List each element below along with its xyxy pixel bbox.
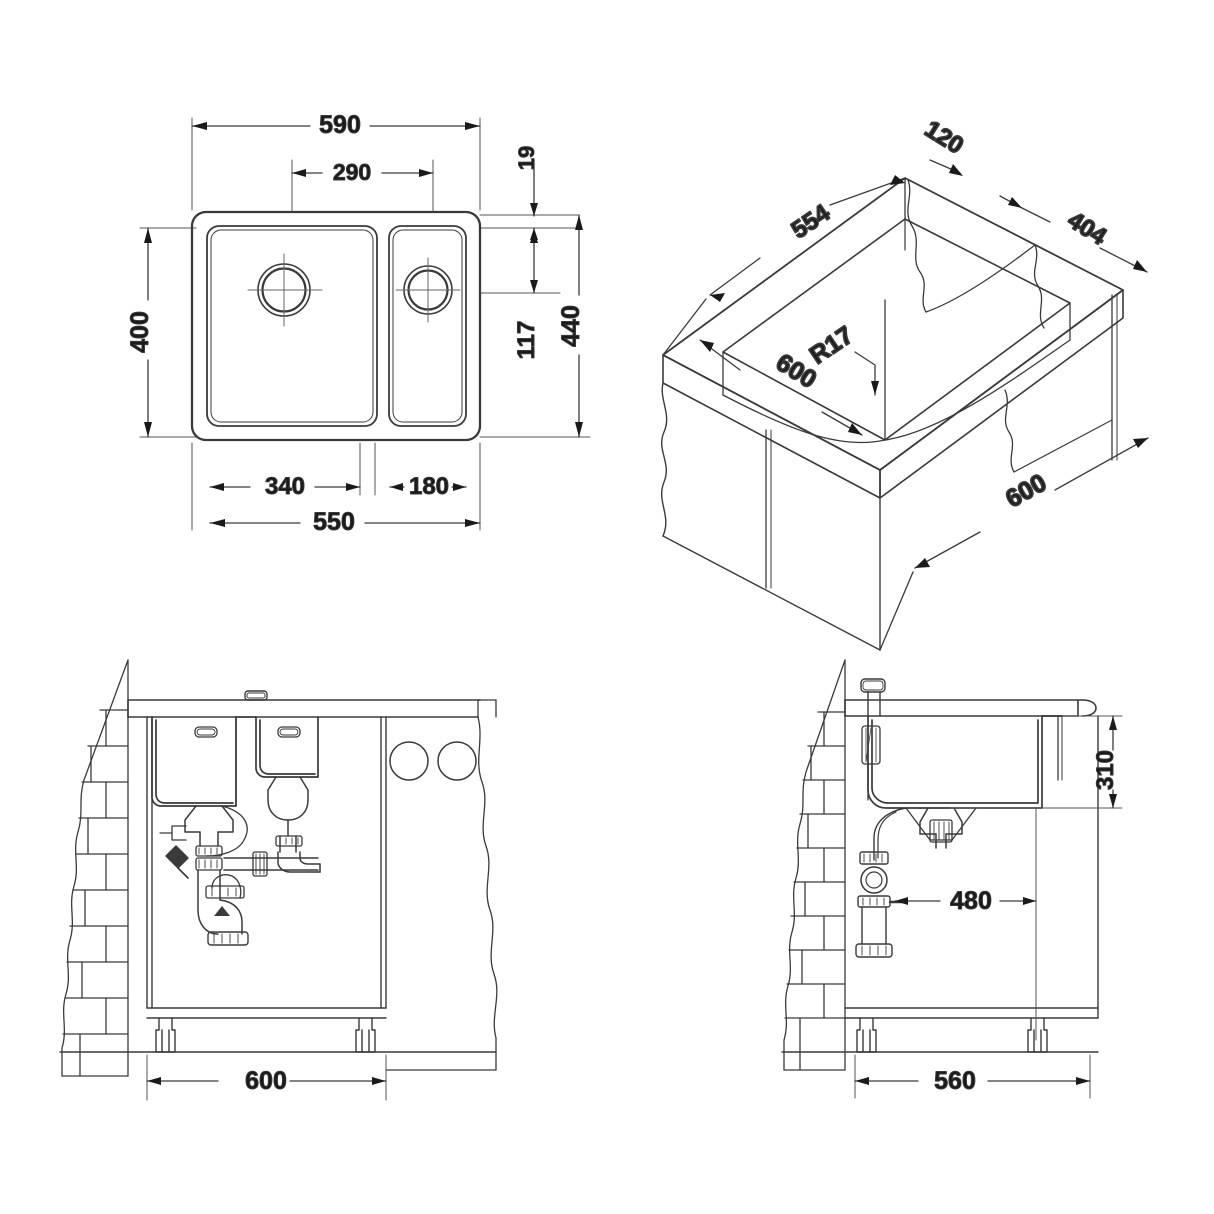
plumbing-side-waste <box>855 725 977 958</box>
dim-plan-overall-width: 590 <box>319 111 361 139</box>
dim-front-cabinet-width: 600 <box>245 1067 287 1095</box>
dim-plan-small-bowl-width: 180 <box>409 473 449 500</box>
dim-plan-depth-right: 440 <box>557 305 585 347</box>
dim-side-waste-offset: 480 <box>950 887 992 915</box>
dim-plan-rim-thickness: 19 <box>514 146 539 170</box>
dim-side-cabinet-depth: 560 <box>934 1067 976 1095</box>
dim-plan-bowl-total-width: 550 <box>313 508 355 536</box>
dim-side-bowl-height: 310 <box>1092 750 1119 790</box>
dim-plan-bowl-center: 290 <box>333 159 371 185</box>
plumbing-left-trap <box>159 805 249 946</box>
dim-plan-main-bowl-width: 340 <box>265 473 305 500</box>
dim-plan-depth-left: 400 <box>126 311 154 353</box>
dim-plan-small-bowl-center: 117 <box>513 321 540 360</box>
